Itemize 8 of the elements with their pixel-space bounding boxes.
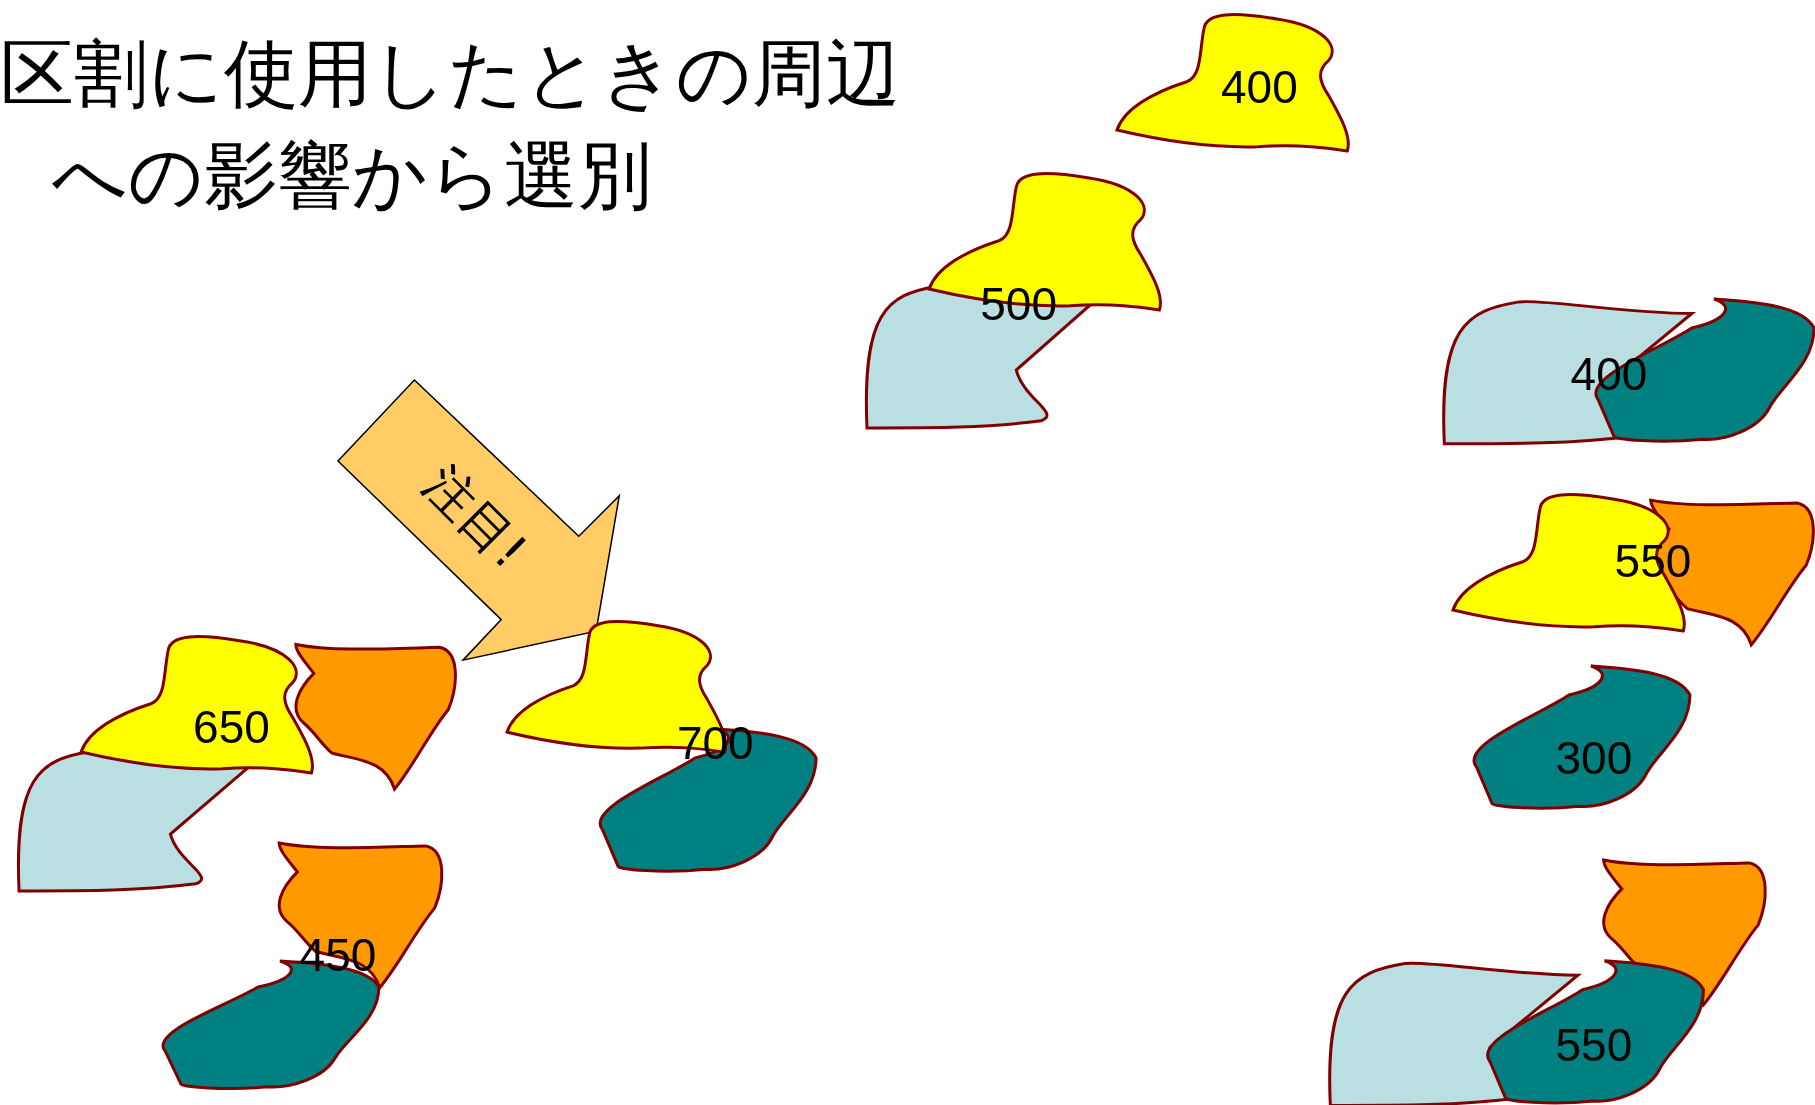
title: 区割に使用したときの周辺への影響から選別 [0,29,901,220]
value-label: 300 [1555,735,1633,782]
value-label: 400 [1221,63,1298,110]
callout-text: 注目! [414,457,535,578]
value-label: 650 [193,703,270,750]
value-label: 550 [1555,1022,1633,1069]
value-label: 700 [676,720,754,767]
value-label: 400 [1570,350,1648,397]
